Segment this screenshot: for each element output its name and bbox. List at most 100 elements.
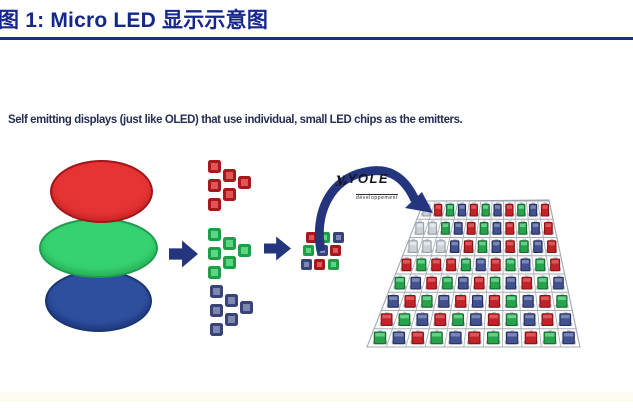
blue-led-chip (300, 258, 312, 270)
panel-led-chip-highlight (520, 241, 528, 246)
chip-lead (398, 275, 402, 279)
yole-logo-mark: y, (336, 171, 348, 187)
chip-lead (546, 249, 558, 253)
panel-led-chip-highlight (548, 241, 555, 246)
chip-lead (520, 285, 534, 290)
chip-lead (448, 202, 453, 206)
blue-wafer-ellipse (45, 270, 152, 332)
chip-lead (386, 304, 400, 308)
transfer-arrow-head (405, 192, 433, 213)
right-arrow-2-icon (264, 236, 291, 261)
panel-led-chip (505, 240, 515, 254)
chip-lead (477, 275, 482, 279)
panel-led-chip (441, 221, 450, 235)
chip-lead (410, 340, 425, 345)
panel-led-chip-highlight (538, 278, 547, 282)
blue-led-chip (225, 313, 238, 326)
panel-led-chip (428, 221, 438, 235)
panel-led-chip (446, 258, 457, 272)
chip-lead (563, 311, 568, 315)
chip-lead (434, 257, 439, 261)
panel-led-chip-highlight (465, 241, 472, 246)
panel-grid-line (548, 200, 581, 348)
chip-lead (456, 212, 468, 217)
chip-lead (504, 322, 519, 326)
panel-led-chip (518, 221, 528, 235)
panel-grid-line (525, 200, 542, 348)
panel-led-chip-highlight (475, 278, 483, 282)
panel-led-chip (401, 258, 412, 272)
panel-grid-line (482, 200, 493, 348)
chip-lead (488, 285, 502, 290)
panel-led-chip (392, 331, 406, 345)
chip-lead (459, 267, 472, 272)
chip-lead (509, 275, 513, 279)
chip-lead (476, 293, 480, 297)
red-led-chip (330, 245, 341, 256)
green-led-chip (319, 231, 330, 243)
panel-led-chip (430, 331, 443, 345)
chip-lead (504, 340, 520, 345)
blue-led-chip (316, 245, 328, 256)
chip-lead (448, 340, 463, 345)
chip-lead (519, 202, 524, 206)
chip-lead (420, 304, 434, 308)
chip-lead (525, 275, 529, 279)
chip-lead (436, 202, 441, 206)
green-led-chip (223, 237, 236, 250)
panel-led-chip-highlight (519, 223, 526, 228)
panel-led-chip (521, 276, 533, 290)
chip-lead (425, 285, 438, 290)
panel-led-chip-highlight (507, 278, 515, 282)
chip-lead (495, 220, 499, 224)
panel-led-chip-highlight (545, 223, 552, 228)
panel-led-chip-highlight (459, 278, 468, 282)
panel-led-chip (468, 331, 481, 345)
chip-lead (504, 249, 516, 253)
panel-led-chip-highlight (459, 205, 465, 209)
chip-lead (449, 249, 461, 253)
panel-led-chip (410, 276, 422, 290)
panel-led-chip (531, 221, 540, 235)
panel-led-chip (562, 331, 575, 345)
chip-lead (397, 322, 412, 326)
panel-led-chip-highlight (439, 296, 448, 301)
panel-led-chip (455, 294, 467, 308)
panel-led-chip-highlight (534, 241, 542, 246)
chip-lead (421, 249, 433, 253)
panel-led-chip-highlight (471, 205, 477, 209)
chip-lead (518, 249, 530, 253)
chip-lead (558, 322, 573, 326)
chip-lead (530, 231, 541, 235)
panel-led-chip (422, 203, 431, 217)
chip-lead (419, 257, 424, 261)
chip-lead (543, 231, 554, 235)
panel-led-chip-highlight (551, 260, 559, 264)
panel-led-chip (408, 240, 418, 254)
panel-led-chip-highlight (483, 205, 489, 209)
yole-logo-subtext: développement (356, 194, 398, 201)
panel-led-chip (543, 221, 553, 235)
panel-led-chip-highlight (427, 278, 436, 282)
chip-lead (504, 212, 515, 217)
chip-lead (534, 267, 547, 272)
panel-led-chip (523, 313, 536, 327)
panel-grid-line (502, 200, 504, 348)
chip-lead (372, 340, 388, 345)
green-led-chip (238, 244, 251, 257)
panel-led-chip (479, 221, 489, 235)
chip-lead (480, 238, 485, 242)
panel-led-chip-highlight (525, 314, 534, 319)
panel-led-chip-highlight (422, 296, 432, 301)
panel-grid-line (463, 200, 482, 348)
green-led-chip (223, 256, 236, 269)
panel-led-chip (431, 258, 442, 272)
chip-lead (442, 293, 446, 297)
panel-led-chip-highlight (396, 278, 404, 282)
panel-led-chip (529, 203, 538, 217)
chip-lead (540, 322, 555, 326)
chip-lead (445, 275, 450, 279)
panel-led-chip-highlight (443, 278, 452, 282)
chip-lead (456, 220, 461, 224)
panel-led-chip-highlight (524, 296, 533, 301)
